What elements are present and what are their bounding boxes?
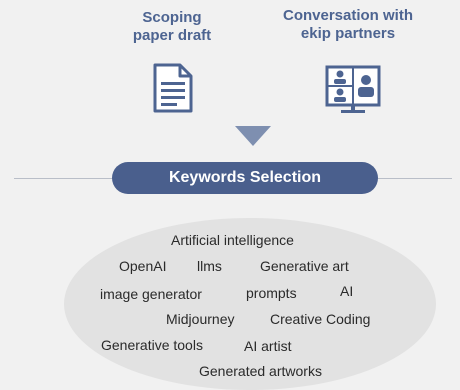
- keyword-ai: AI: [340, 283, 354, 299]
- source-draft-line-1: Scoping: [142, 9, 202, 26]
- keyword-llms: llms: [197, 258, 222, 274]
- divider-left: [14, 178, 118, 179]
- source-conversation-line-1: Conversation with: [282, 7, 413, 24]
- keyword-creative-coding: Creative Coding: [270, 311, 371, 327]
- keyword-generative-tools: Generative tools: [101, 337, 203, 353]
- source-scoping-paper-draft: Scoping paper draft: [112, 9, 232, 45]
- keyword-artificial-intelligence: Artificial intelligence: [171, 232, 294, 248]
- keywords-selection-label: Keywords Selection: [112, 162, 378, 194]
- divider-right: [376, 178, 452, 179]
- keywords-cloud: [64, 218, 436, 390]
- keyword-midjourney: Midjourney: [166, 311, 235, 327]
- source-draft-line-2: paper draft: [132, 27, 212, 44]
- keyword-image-generator: image generator: [100, 286, 202, 302]
- video-call-icon: [325, 65, 381, 113]
- keyword-openai: OpenAI: [119, 258, 167, 274]
- down-arrow-icon: [235, 126, 271, 146]
- keyword-generative-art: Generative art: [260, 258, 349, 274]
- keyword-generated-artworks: Generated artworks: [199, 363, 322, 379]
- document-icon: [153, 63, 193, 113]
- keyword-ai-artist: AI artist: [244, 338, 292, 354]
- source-conversation: Conversation with ekip partners: [262, 7, 434, 43]
- source-conversation-line-2: ekip partners: [300, 25, 396, 42]
- keyword-prompts: prompts: [246, 285, 297, 301]
